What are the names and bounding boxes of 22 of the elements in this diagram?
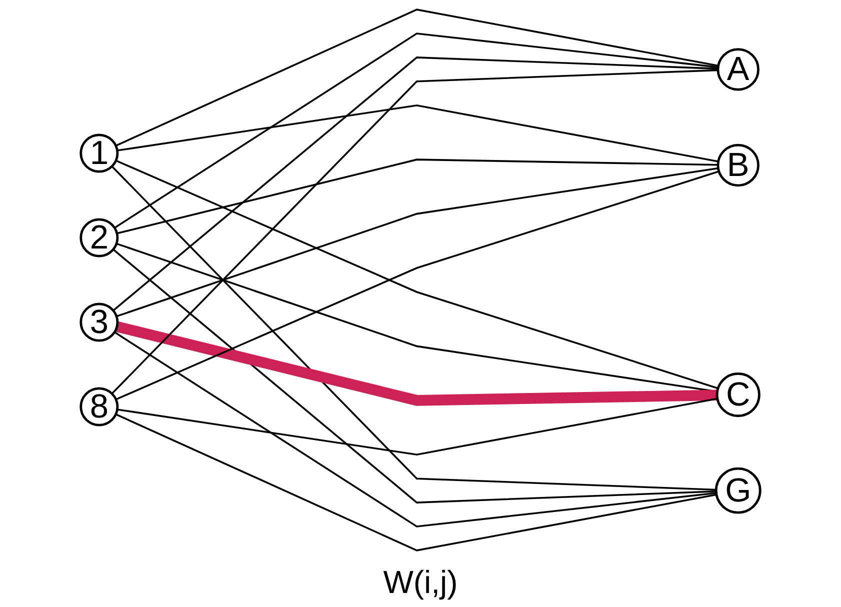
node-circle: G xyxy=(714,467,762,514)
node-circle: 3 xyxy=(80,302,119,342)
node-circle: C xyxy=(716,372,760,418)
node-circle: 8 xyxy=(80,387,119,426)
node-circle: B xyxy=(716,144,760,187)
node-circle: 1 xyxy=(80,134,119,173)
connector xyxy=(116,158,718,234)
connector xyxy=(114,32,718,229)
connector xyxy=(117,104,718,162)
connector xyxy=(114,331,716,528)
node-circle: A xyxy=(716,48,760,91)
connector xyxy=(111,69,718,394)
connector xyxy=(117,398,718,456)
connector xyxy=(115,8,718,147)
weight-label: W(i,j) xyxy=(383,564,458,600)
connector xyxy=(112,56,718,312)
connector xyxy=(116,167,718,318)
connector xyxy=(112,248,716,504)
node-circle: 2 xyxy=(80,218,119,258)
connector xyxy=(111,166,716,491)
connector xyxy=(115,413,717,552)
connector xyxy=(116,321,718,406)
